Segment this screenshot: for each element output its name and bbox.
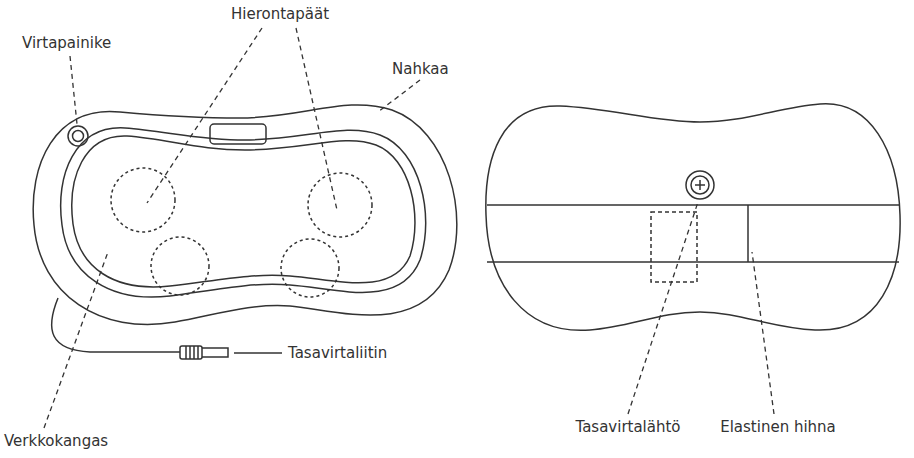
cable bbox=[52, 298, 180, 352]
part-label: Tasavirtaliitin bbox=[288, 344, 387, 362]
leader-line bbox=[234, 352, 282, 354]
power-button bbox=[68, 126, 88, 146]
strap-pocket bbox=[651, 212, 697, 282]
part-label: Nahkaa bbox=[392, 60, 449, 78]
part-label: Elastinen hihna bbox=[720, 418, 836, 436]
part-label: Verkkokangas bbox=[4, 432, 108, 450]
mesh-panel bbox=[61, 128, 426, 297]
elastic-strap bbox=[487, 205, 899, 262]
part-label: Tasavirtalähtö bbox=[575, 418, 680, 436]
dc-outlet bbox=[686, 171, 714, 199]
handle bbox=[210, 124, 266, 144]
mesh-panel-edge bbox=[72, 136, 415, 287]
part-label: Hierontapäät bbox=[231, 5, 329, 23]
leader-lines bbox=[44, 28, 774, 428]
pillow-outline bbox=[33, 105, 457, 325]
massage-heads bbox=[111, 168, 372, 297]
dc-plug bbox=[180, 346, 202, 359]
part-label: Virtapainike bbox=[22, 34, 111, 52]
